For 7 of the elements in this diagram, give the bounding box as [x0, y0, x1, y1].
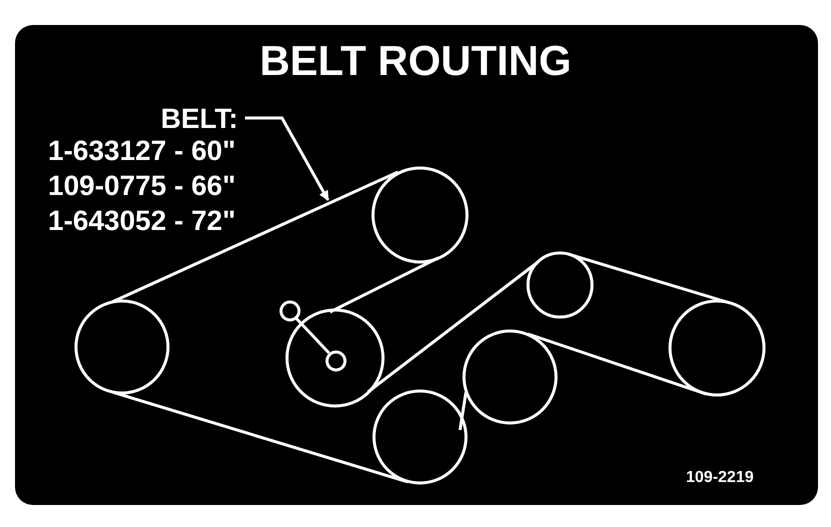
- belt-heading: BELT:: [160, 105, 238, 133]
- part-number: 109-0775 - 66": [48, 172, 236, 200]
- label-number: 109-2219: [686, 470, 754, 486]
- part-number: 1-643052 - 72": [48, 207, 236, 235]
- title: BELT ROUTING: [258, 40, 572, 82]
- part-number: 1-633127 - 60": [48, 137, 236, 165]
- leader-line: [245, 116, 330, 201]
